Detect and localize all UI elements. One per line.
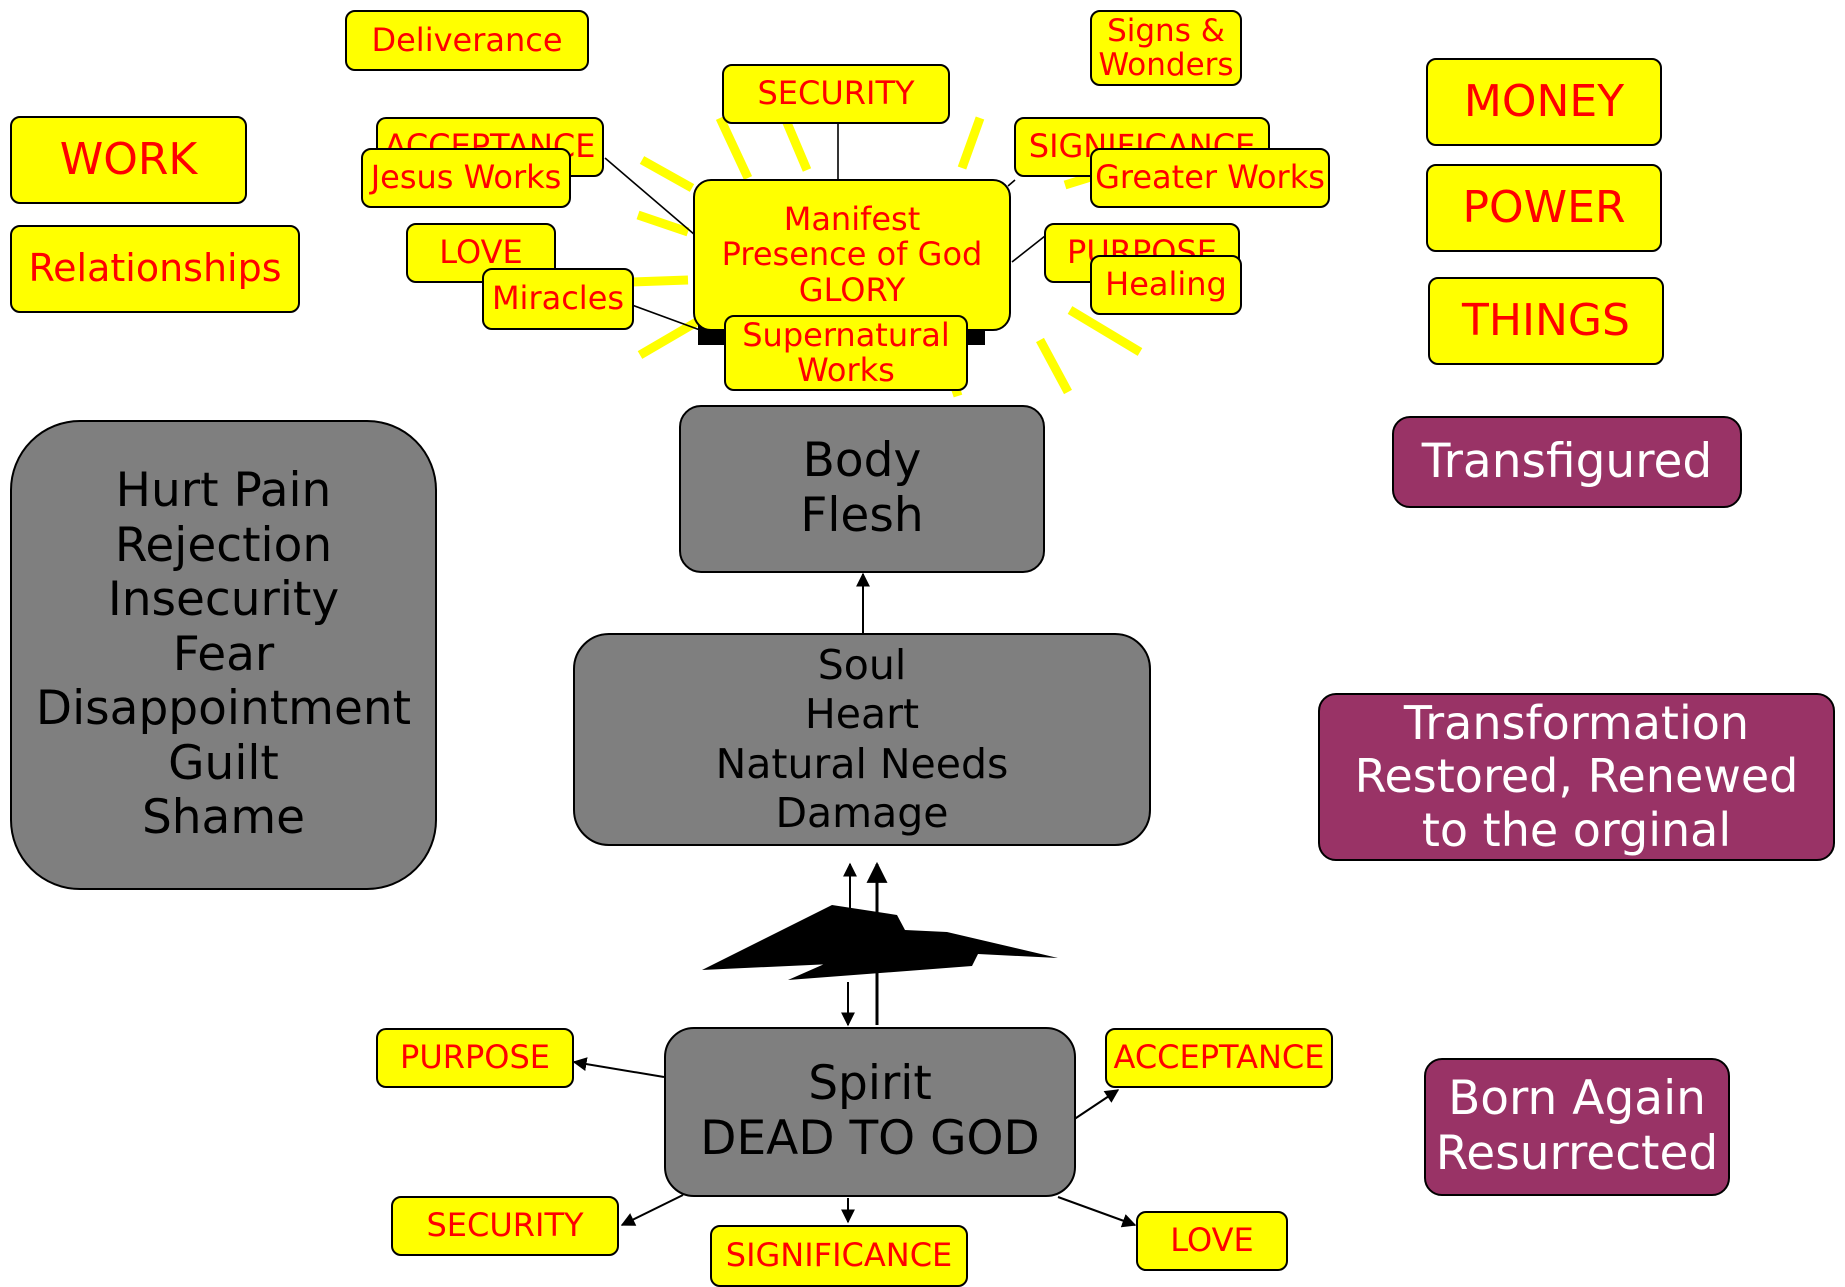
glory-center-box: Manifest Presence of God GLORY [693, 179, 1011, 331]
relationships-box: Relationships [10, 225, 300, 313]
greater-works-box: Greater Works [1090, 148, 1330, 208]
lightning-bolt-icon [702, 905, 1058, 980]
security-top-box: SECURITY [722, 64, 950, 124]
body-box: Body Flesh [679, 405, 1045, 573]
transfigured-box: Transfigured [1392, 416, 1742, 508]
things-box: THINGS [1428, 277, 1664, 365]
miracles-box: Miracles [482, 268, 634, 330]
love-bottom-box: LOVE [1136, 1211, 1288, 1271]
transformation-box: Transformation Restored, Renewed to the … [1318, 693, 1835, 861]
flow-arrows [572, 572, 1137, 1228]
jesus-works-box: Jesus Works [361, 148, 571, 208]
hurt-box: Hurt Pain Rejection Insecurity Fear Disa… [10, 420, 437, 890]
acceptance-bottom-box: ACCEPTANCE [1105, 1028, 1333, 1088]
deliverance-box: Deliverance [345, 10, 589, 71]
supernatural-works-box: Supernatural Works [724, 315, 968, 391]
significance-bottom-box: SIGNIFICANCE [710, 1225, 968, 1287]
healing-box: Healing [1090, 255, 1242, 315]
security-bottom-box: SECURITY [391, 1196, 619, 1256]
spirit-box: Spirit DEAD TO GOD [664, 1027, 1076, 1197]
signs-wonders-box: Signs & Wonders [1090, 10, 1242, 86]
money-box: MONEY [1426, 58, 1662, 146]
purpose-bottom-box: PURPOSE [376, 1028, 574, 1088]
power-box: POWER [1426, 164, 1662, 252]
work-box: WORK [10, 116, 247, 204]
born-again-box: Born Again Resurrected [1424, 1058, 1730, 1196]
soul-box: Soul Heart Natural Needs Damage [573, 633, 1151, 846]
